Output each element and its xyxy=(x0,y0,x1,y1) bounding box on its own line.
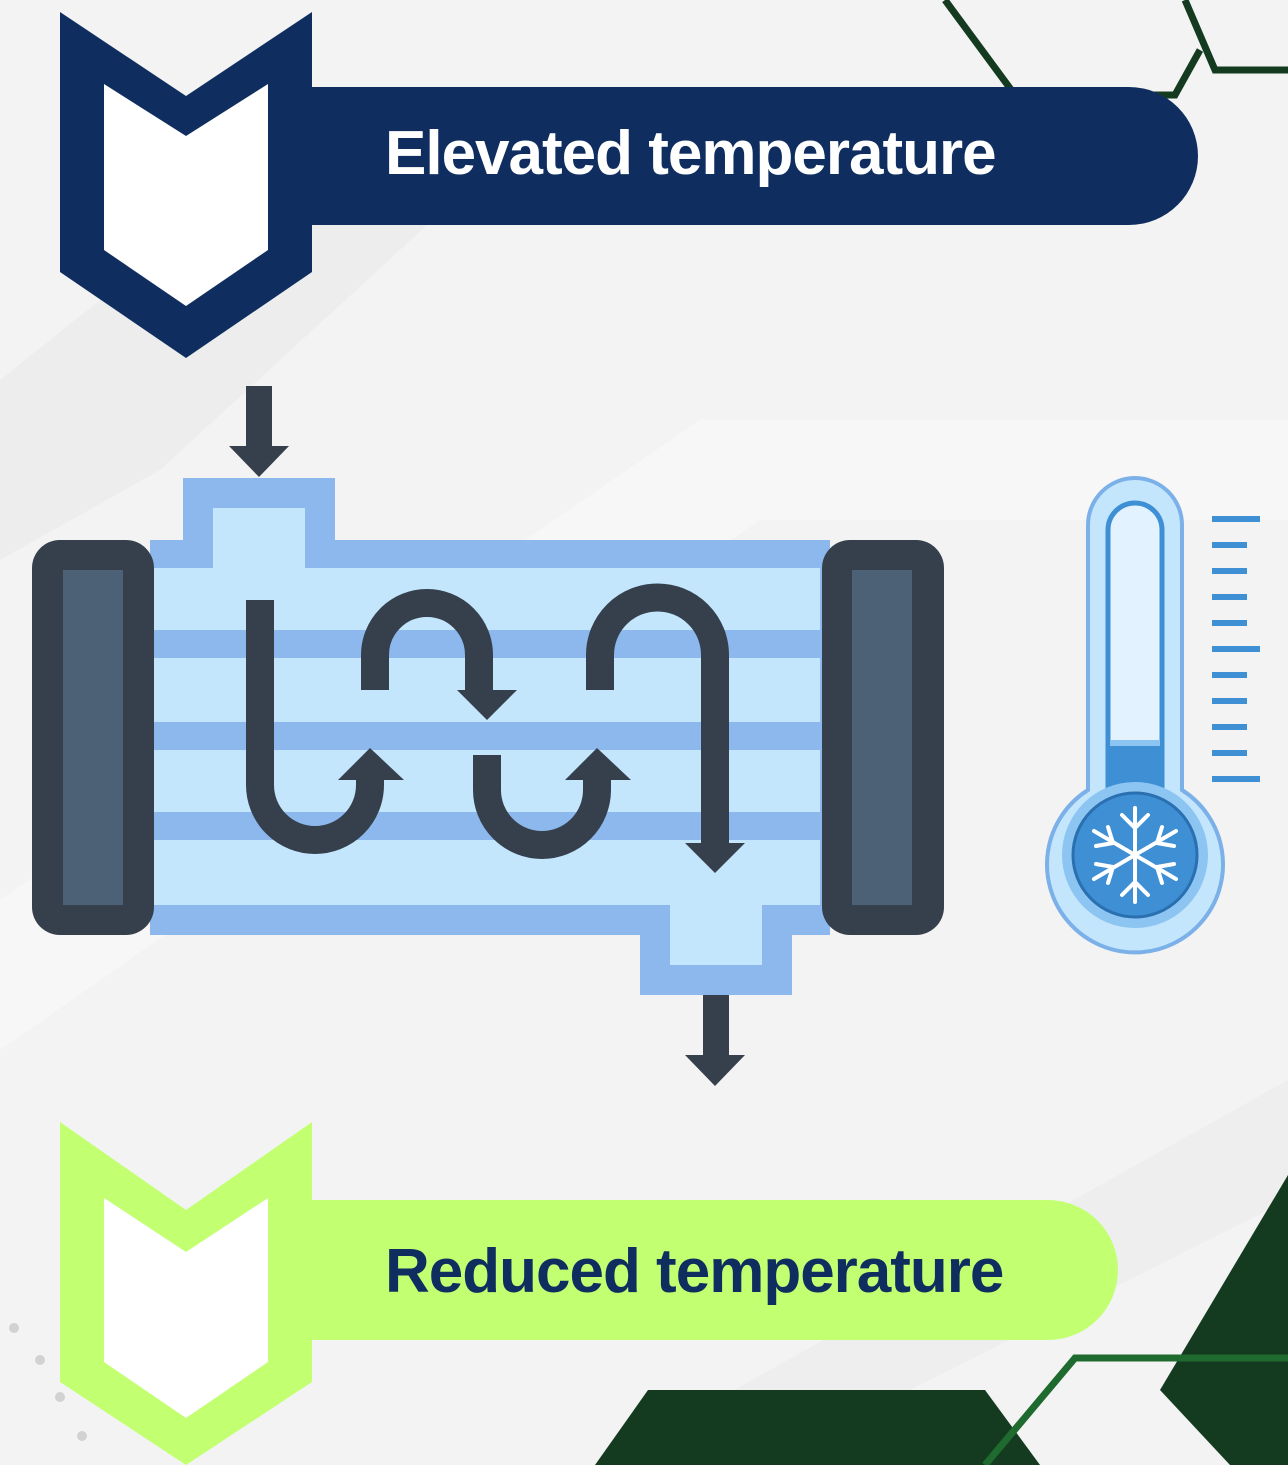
thermometer-cold-icon xyxy=(1045,476,1260,955)
outlet-arrow-icon xyxy=(685,995,745,1086)
top-banner xyxy=(60,12,1198,358)
hexagon-decoration-top xyxy=(942,0,1288,99)
end-cap-left xyxy=(32,540,154,935)
thermometer-scale xyxy=(1212,516,1260,782)
dot-decoration xyxy=(9,1323,87,1441)
snowflake-icon xyxy=(1092,806,1178,904)
hexagon-decoration-bottom xyxy=(595,1175,1288,1465)
bottom-banner-label: Reduced temperature xyxy=(385,1237,1004,1306)
top-banner-bar xyxy=(240,87,1198,225)
bottom-banner-bar xyxy=(240,1200,1118,1340)
flow-path xyxy=(246,583,729,859)
chevron-shield-icon xyxy=(60,12,312,358)
chevron-shield-icon xyxy=(60,1122,312,1465)
inlet-arrow-icon xyxy=(229,386,289,477)
end-cap-right xyxy=(822,540,944,935)
top-banner-label: Elevated temperature xyxy=(385,119,997,188)
flow-arrowheads xyxy=(338,690,745,873)
heat-exchanger-icon xyxy=(32,386,944,1086)
bottom-banner xyxy=(60,1122,1118,1465)
